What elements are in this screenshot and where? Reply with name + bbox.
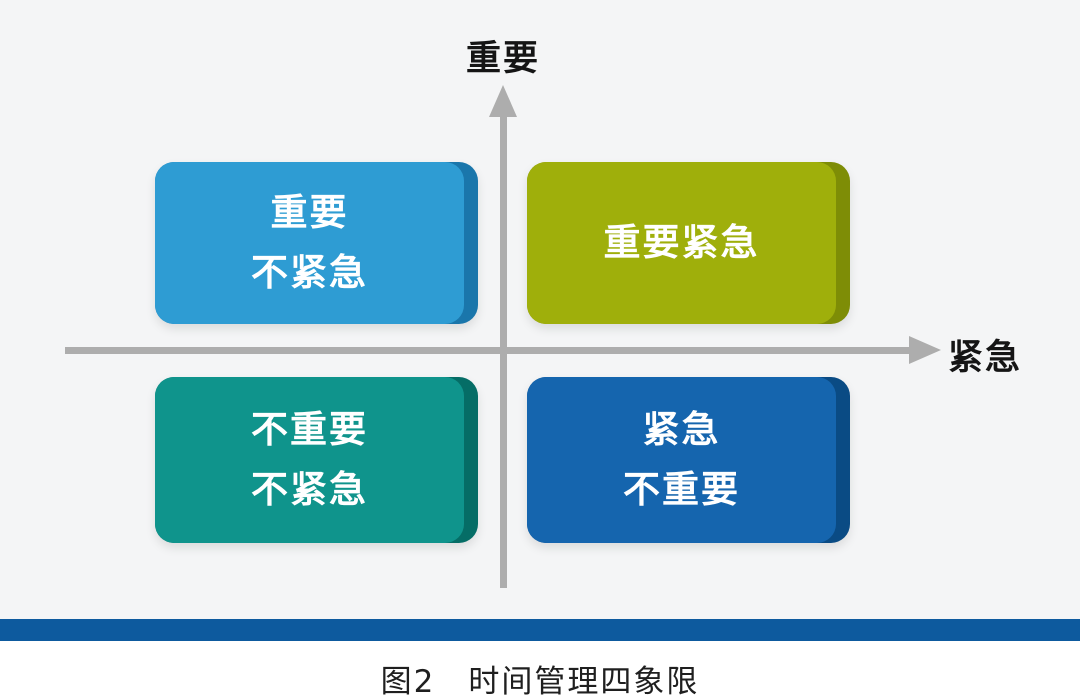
quadrant-important-urgent: 重要紧急 <box>527 162 850 324</box>
quadrant-face: 不重要 不紧急 <box>155 377 464 543</box>
right-arrow-icon <box>909 336 941 364</box>
horizontal-axis-line <box>65 347 911 354</box>
quadrant-label-line: 紧急 <box>642 408 721 451</box>
quadrant-urgent-not-important: 紧急 不重要 <box>527 377 850 543</box>
divider-bar <box>0 619 1080 641</box>
quadrant-face: 重要紧急 <box>527 162 836 324</box>
quadrant-not-important-not-urgent: 不重要 不紧急 <box>155 377 478 543</box>
quadrant-label-line: 重要紧急 <box>603 221 760 264</box>
y-axis-label: 重要 <box>465 39 540 79</box>
quadrant-face: 紧急 不重要 <box>527 377 836 543</box>
footer-background <box>0 641 1080 699</box>
quadrant-label-line: 不紧急 <box>251 251 368 294</box>
quadrant-label-line: 重要 <box>270 191 349 234</box>
up-arrow-icon <box>489 85 517 117</box>
x-axis-label: 紧急 <box>948 338 1023 378</box>
quadrant-label-line: 不紧急 <box>251 468 368 511</box>
quadrant-label-line: 不重要 <box>623 468 740 511</box>
quadrant-important-not-urgent: 重要 不紧急 <box>155 162 478 324</box>
figure-caption: 图2 时间管理四象限 <box>380 664 700 699</box>
quadrant-face: 重要 不紧急 <box>155 162 464 324</box>
quadrant-label-line: 不重要 <box>251 408 368 451</box>
